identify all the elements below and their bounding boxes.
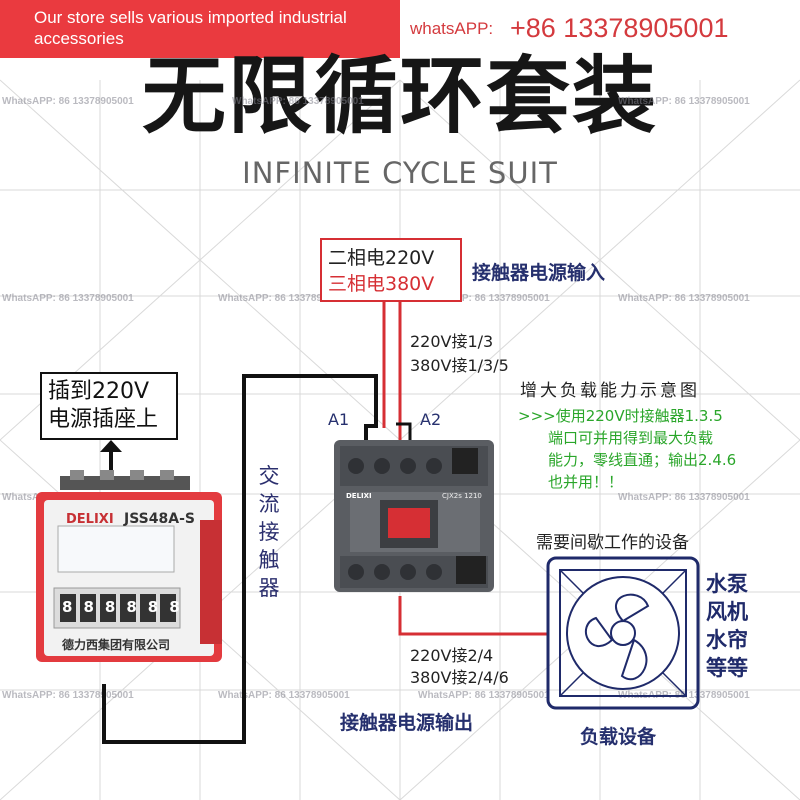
output-wiring-220: 220V接2/4	[410, 646, 494, 665]
load-note-line2: 端口可并用得到最大负载	[548, 429, 714, 447]
device-need-label: 需要间歇工作的设备	[536, 533, 689, 553]
device-list: 水泵 风机 水帘 等等	[706, 570, 766, 682]
load-note-title: 增大负载能力示意图	[520, 381, 700, 401]
timer-model: JSS48A-S	[124, 511, 195, 527]
load-note-line1: >>>使用220V时接触器1.3.5	[518, 407, 723, 425]
contactor-device	[334, 440, 494, 592]
store-banner-line2: accessories	[34, 29, 124, 48]
three-phase-label: 三相电380V	[328, 273, 435, 295]
timer-brand: DELIXI	[66, 512, 114, 527]
plug-instruction-box: 插到220V 电源插座上	[40, 372, 178, 440]
output-wiring-380: 380V接2/4/6	[410, 668, 509, 687]
device-item: 水帘	[706, 628, 748, 652]
input-wiring-380: 380V接1/3/5	[410, 356, 509, 375]
store-banner-line1: Our store sells various imported industr…	[34, 8, 347, 27]
watermark-text: WhatsAPP: 86 13378905001	[2, 690, 134, 701]
watermark-text: WhatsAPP: 86 13378905001	[418, 293, 550, 304]
watermark-text: WhatsAPP: 86 13378905001	[2, 96, 134, 107]
input-wiring-220: 220V接1/3	[410, 332, 494, 351]
watermark-text: WhatsAPP: 86 13378905001	[2, 293, 134, 304]
contactor-model: CJX2s 1210	[442, 492, 482, 500]
page-subtitle: INFINITE CYCLE SUIT	[242, 156, 558, 190]
arrow-up-icon	[100, 440, 122, 474]
timer-digits: 888888	[62, 598, 191, 616]
watermark-text: WhatsAPP: 86 13378905001	[618, 492, 750, 503]
whatsapp-label: whatsAPP:	[410, 19, 494, 38]
whatsapp-number: +86 13378905001	[510, 13, 729, 43]
load-note-line4: 也并用！！	[548, 473, 624, 491]
device-item: 水泵	[706, 572, 748, 596]
coil-wire-black	[102, 374, 378, 744]
watermark-text: WhatsAPP: 86 13378905001	[232, 96, 364, 107]
device-item: 风机	[706, 600, 748, 624]
power-input-label: 接触器电源输入	[472, 262, 606, 284]
plug-line2: 电源插座上	[48, 407, 159, 432]
timer-relay-device	[36, 492, 222, 662]
timer-maker: 德力西集团有限公司	[62, 638, 171, 652]
store-banner: Our store sells various imported industr…	[0, 0, 400, 58]
watermark-text: WhatsAPP: 86 13378905001	[418, 690, 550, 701]
terminal-a2: A2	[420, 410, 442, 429]
watermark-text: WhatsAPP: 86 13378905001	[618, 96, 750, 107]
plug-line1: 插到220V	[48, 379, 150, 404]
coil-wire-a2	[396, 422, 412, 446]
load-note-line3: 能力，零线直通；输出2.4.6	[548, 451, 737, 469]
contactor-brand: DELIXI	[346, 492, 372, 500]
power-output-label: 接触器电源输出	[340, 712, 474, 734]
contactor-vertical-label: 交 流 接 触 器	[258, 464, 280, 600]
watermark-text: WhatsAPP: 86 13378905001	[618, 293, 750, 304]
timer-pins	[60, 470, 190, 490]
watermark-text: WhatsAPP: 86 13378905001	[218, 690, 350, 701]
watermark-text: WhatsAPP: 86 13378905001	[218, 293, 350, 304]
device-item: 等等	[706, 656, 748, 680]
two-phase-label: 二相电220V	[328, 247, 435, 269]
load-equipment-label: 负载设备	[580, 726, 657, 748]
fan-icon	[546, 556, 700, 710]
page-title: 无限循环套装	[141, 47, 658, 145]
power-source-box: 二相电220V 三相电380V	[320, 238, 462, 302]
output-wire-red	[398, 596, 548, 636]
terminal-a1: A1	[328, 410, 350, 429]
whatsapp-banner: whatsAPP: +86 13378905001	[400, 0, 800, 58]
